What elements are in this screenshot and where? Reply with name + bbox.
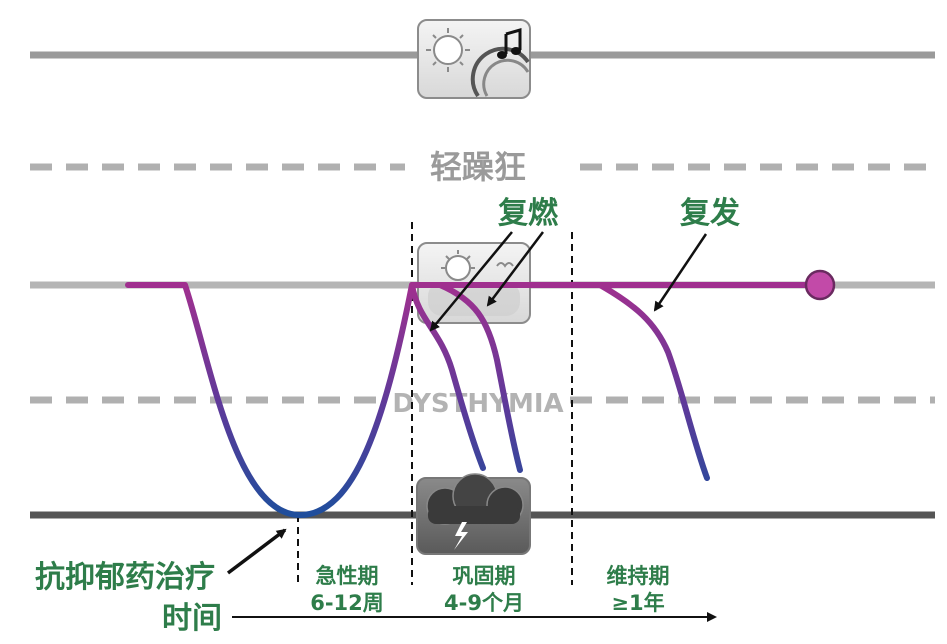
hypomania-label: 轻躁狂 [430,148,526,186]
time-label: 时间 [162,601,222,636]
relapse-label: 复燃 [498,196,559,231]
phase-acute-duration: 6-12周 [310,591,384,615]
phase-continuation-duration: 4-9个月 [444,591,524,615]
phase-continuation-name: 巩固期 [453,564,516,588]
relapse-branch-1 [409,282,486,471]
relapse-arrow-2 [486,231,544,307]
storm-cloud-icon [416,473,531,555]
phase-maintenance-duration: ≥1年 [611,591,664,615]
recurrence-branch [597,282,710,481]
recurrence-arrow [653,233,708,312]
current-state-endpoint [804,269,836,301]
sun-music-icon [417,19,531,99]
relapse-arrow-1 [429,231,513,332]
phase-acute-name: 急性期 [316,564,379,588]
dysthymia-label: DYSTHYMIA [392,389,563,419]
mood-curve-main [125,282,808,518]
recurrence-label: 复发 [680,196,740,231]
relapse-branch-2 [437,282,523,473]
antidepressant-treatment-label: 抗抑郁药治疗 [35,560,215,595]
treatment-arrow [226,528,287,575]
phase-maintenance-name: 维持期 [607,564,670,588]
